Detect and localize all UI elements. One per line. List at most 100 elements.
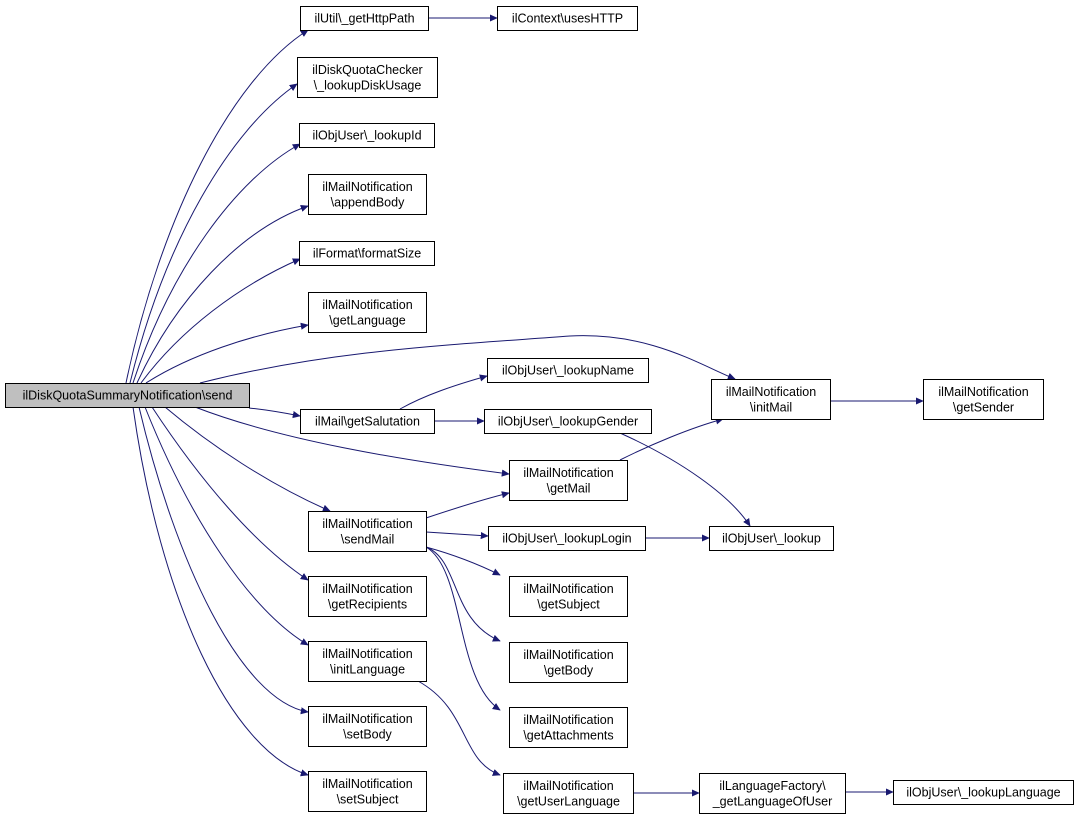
node-box [509,707,628,748]
node-label: ilMailNotification [322,712,412,726]
node-label: ilMailNotification [523,466,613,480]
node-box [699,773,846,814]
edge-send-to-appendBody [136,205,309,384]
node-send[interactable]: ilDiskQuotaSummaryNotification\send [5,383,250,408]
node-label: ilMailNotification [322,777,412,791]
node-box [308,511,427,552]
node-box [709,526,834,551]
edge-send-to-getSalutation [248,407,301,419]
node-box [308,576,427,617]
node-label: \getSender [953,400,1014,414]
node-box [509,576,628,617]
node-label: ilMailNotification [322,517,412,531]
node-getLanguageOfUser[interactable]: ilLanguageFactory\_getLanguageOfUser [699,773,846,814]
node-box [5,383,250,408]
node-box [484,409,652,434]
edge-sendMail-to-getMail [425,491,510,519]
node-label: ilObjUser\_lookupId [312,129,421,143]
node-label: \setSubject [337,792,399,806]
node-label: ilObjUser\_lookupLanguage [906,786,1060,800]
node-box [487,358,649,383]
node-box [308,706,427,747]
node-label: \getLanguage [329,313,406,327]
edge-send-to-getHttpPath [125,29,309,384]
node-usesHTTP[interactable]: ilContext\usesHTTP [497,6,638,31]
node-label: ilObjUser\_lookupGender [498,415,638,429]
node-label: \sendMail [341,532,395,546]
node-getRecipients[interactable]: ilMailNotification\getRecipients [308,576,427,617]
node-label: ilMail\getSalutation [315,415,420,429]
node-label: ilUtil\_getHttpPath [314,12,414,26]
edge-send-to-initMail [199,335,736,384]
node-label: ilMailNotification [523,779,613,793]
node-getLanguage[interactable]: ilMailNotification\getLanguage [308,292,427,333]
edge-initLanguage-to-getUserLanguage [417,680,501,776]
node-formatSize[interactable]: ilFormat\formatSize [299,241,435,266]
node-box [503,773,634,814]
node-getMail[interactable]: ilMailNotification\getMail [509,460,628,501]
edge-sendMail-to-getAttachments [425,546,501,711]
edge-send-to-lookupId [132,143,301,384]
node-setSubject[interactable]: ilMailNotification\setSubject [308,771,427,812]
node-label: \getMail [547,481,591,495]
node-lookupLanguage[interactable]: ilObjUser\_lookupLanguage [893,780,1074,805]
edge-send-to-getMail [194,406,510,477]
node-label: ilMailNotification [523,713,613,727]
edge-send-to-lookupDiskUsage [129,83,298,384]
edge-send-to-initLanguage [144,406,309,646]
node-lookupDiskUsage[interactable]: ilDiskQuotaChecker\_lookupDiskUsage [297,57,438,98]
node-getBody[interactable]: ilMailNotification\getBody [509,642,628,683]
node-getSubject[interactable]: ilMailNotification\getSubject [509,576,628,617]
node-label: ilObjUser\_lookupName [502,364,634,378]
node-label: \getSubject [537,597,600,611]
node-box [308,771,427,812]
node-label: ilMailNotification [726,385,816,399]
edge-send-to-getLanguage [145,322,309,384]
edge-sendMail-to-getSubject [425,546,501,576]
node-lookupName[interactable]: ilObjUser\_lookupName [487,358,649,383]
node-box [923,379,1044,420]
node-label: _getLanguageOfUser [712,794,833,808]
node-label: ilContext\usesHTTP [512,12,623,26]
node-getHttpPath[interactable]: ilUtil\_getHttpPath [300,6,429,31]
node-getAttachments[interactable]: ilMailNotification\getAttachments [509,707,628,748]
node-label: ilMailNotification [523,582,613,596]
node-label: \initMail [750,400,792,414]
node-box [509,642,628,683]
node-lookupId[interactable]: ilObjUser\_lookupId [299,123,435,148]
node-label: \getRecipients [328,597,407,611]
edge-sendMail-to-getBody [425,546,501,642]
edge-sendMail-to-lookupLogin [425,531,489,540]
node-sendMail[interactable]: ilMailNotification\sendMail [308,511,427,552]
node-label: ilMailNotification [938,385,1028,399]
node-getUserLanguage[interactable]: ilMailNotification\getUserLanguage [503,773,634,814]
node-label: \getAttachments [523,728,613,742]
node-lookup[interactable]: ilObjUser\_lookup [709,526,834,551]
node-initLanguage[interactable]: ilMailNotification\initLanguage [308,641,427,682]
node-label: \getBody [544,663,594,677]
node-label: ilObjUser\_lookupLogin [502,532,631,546]
node-label: ilObjUser\_lookup [722,532,821,546]
node-lookupGender[interactable]: ilObjUser\_lookupGender [484,409,652,434]
node-label: \getUserLanguage [517,794,620,808]
node-appendBody[interactable]: ilMailNotification\appendBody [308,174,427,215]
node-box [299,241,435,266]
node-label: ilFormat\formatSize [313,247,421,261]
node-label: ilMailNotification [322,582,412,596]
node-getSender[interactable]: ilMailNotification\getSender [923,379,1044,420]
node-setBody[interactable]: ilMailNotification\setBody [308,706,427,747]
node-lookupLogin[interactable]: ilObjUser\_lookupLogin [488,526,646,551]
edge-send-to-sendMail [164,406,331,512]
node-label: ilMailNotification [322,647,412,661]
edge-getSalutation-to-lookupName [399,374,488,410]
node-box [509,460,628,501]
node-label: ilDiskQuotaChecker [312,63,422,77]
node-box [308,174,427,215]
node-getSalutation[interactable]: ilMail\getSalutation [300,409,435,434]
node-label: \initLanguage [330,662,405,676]
node-box [308,292,427,333]
edges-layer [125,14,924,797]
node-label: ilMailNotification [523,648,613,662]
node-initMail[interactable]: ilMailNotification\initMail [711,379,831,420]
edge-send-to-getRecipients [151,406,309,581]
